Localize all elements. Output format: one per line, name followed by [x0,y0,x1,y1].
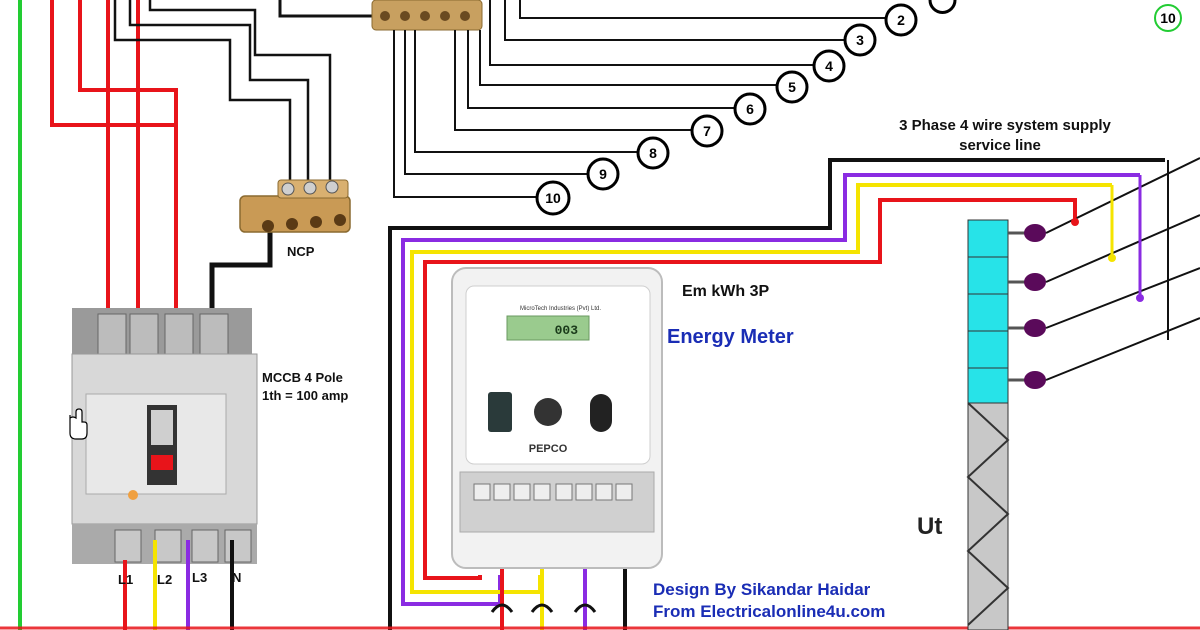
svg-text:9: 9 [599,166,607,182]
svg-text:PEPCO: PEPCO [529,443,568,455]
corner-number: 10 [1154,4,1182,32]
service-drops [1073,175,1142,298]
credit-design: Design By Sikandar Haidar [653,580,871,599]
top-busbar [371,0,483,31]
ncp-label: NCP [287,244,315,259]
svg-text:2: 2 [897,12,905,28]
svg-text:003: 003 [555,323,579,338]
ncp-wires [113,0,332,190]
circuit-number-5: 5 [775,70,809,104]
svg-text:5: 5 [788,79,796,95]
circuit-number-9: 9 [586,157,620,191]
svg-text:4: 4 [825,58,833,74]
svg-text:8: 8 [649,145,657,161]
circuit-number-3: 3 [843,23,877,57]
supply-subtitle: service line [959,137,1041,154]
terminal-l1: L1 [118,572,134,587]
svg-text:6: 6 [746,101,754,117]
circuit-number-10: 10 [535,180,571,216]
terminal-l3: L3 [192,570,208,585]
svg-text:MicroTech Industries (Pvt) Ltd: MicroTech Industries (Pvt) Ltd. [520,306,601,312]
meter-title: Energy Meter [667,326,794,348]
hand-cursor-icon [69,408,88,440]
junction-dots [1071,218,1144,302]
circuit-number-7: 7 [690,114,724,148]
circuit-number-4: 4 [812,49,846,83]
circuit-number-2: 2 [884,3,918,37]
energy-meter: MicroTech Industries (Pvt) Ltd. 003 PEPC… [451,267,663,569]
svg-text:3: 3 [856,32,864,48]
svg-text:10: 10 [1160,10,1176,26]
insulators [1008,224,1046,389]
mccb-title: MCCB 4 Pole [262,370,343,385]
svg-text:7: 7 [703,123,711,139]
ncp-connector [239,179,351,233]
meter-model-label: Em kWh 3P [682,283,770,300]
circuit-wires [393,0,885,198]
credit-site: From Electricalonline4u.com [653,602,886,621]
circuit-numbers: 2 3 4 5 6 7 8 9 10 [535,0,957,216]
utility-pole [966,219,1010,630]
overhead-lines [1045,157,1200,381]
mccb-rating: 1th = 100 amp [262,388,349,403]
mccb-breaker [71,308,258,564]
mccb-output-wires [123,540,234,630]
top-busbar-wire [278,0,375,18]
supply-title: 3 Phase 4 wire system supply [899,117,1111,134]
terminal-l2: L2 [157,572,173,587]
mccb-feed-wires [50,0,273,310]
terminal-n: N [232,570,242,585]
circuit-number-6: 6 [733,92,767,126]
crossover-loops [490,603,597,613]
pole-label: Ut [917,513,943,540]
svg-text:10: 10 [545,190,561,206]
circuit-number-8: 8 [636,136,670,170]
